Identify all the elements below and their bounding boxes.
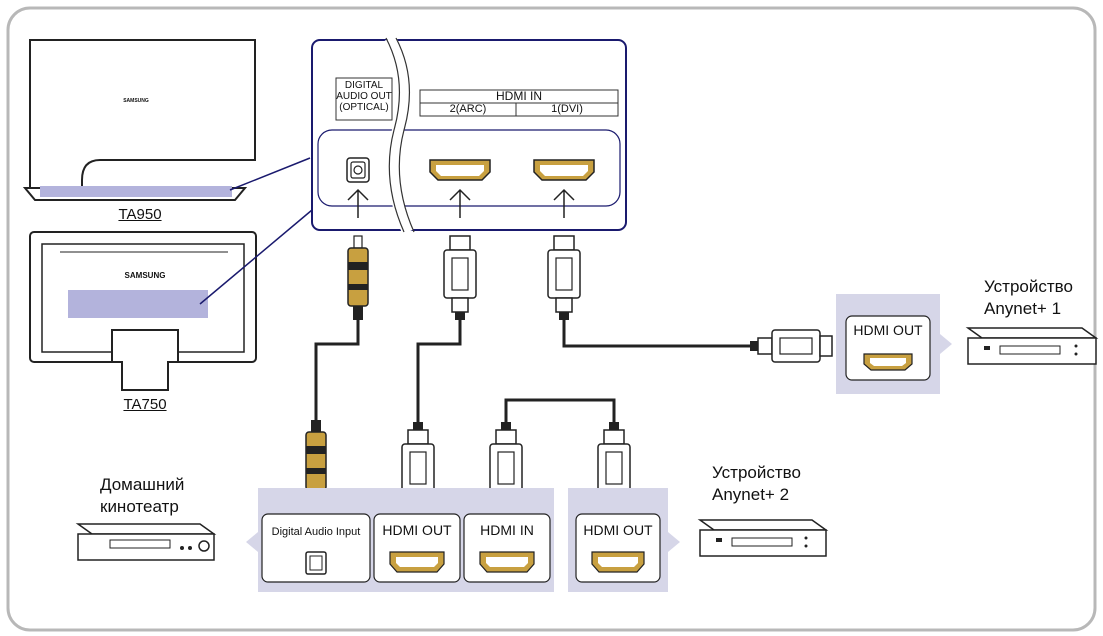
cables: [314, 320, 750, 422]
ht-optical-in-port-icon: [305, 551, 327, 575]
anynet1-port-box: [836, 294, 952, 394]
tv-back-panel: [311, 35, 627, 235]
home-theater-player-icon: [75, 523, 217, 561]
anynet1-hdmi-out-label: HDMI OUT: [853, 322, 923, 338]
ht-hdmi-out-port-icon: [389, 551, 445, 573]
ht-port-group: [246, 488, 554, 592]
ta750-brand: SAMSUNG: [124, 271, 166, 280]
optical-out-label: DIGITAL AUDIO OUT (OPTICAL): [336, 80, 392, 113]
hdmi-in-1-label: 1(DVI): [551, 103, 583, 115]
anynet1-player-icon: [965, 327, 1099, 365]
ta750-port-highlight: [68, 290, 208, 318]
hdmi-in-title: HDMI IN: [496, 89, 542, 103]
anynet2-device-label: Устройство Anynet+ 2: [712, 463, 801, 504]
hdmi-plug-1-top: [547, 235, 581, 320]
ta950-model-label: TA950: [118, 206, 162, 223]
hdmi-plug-anynet1: [750, 329, 833, 363]
hdmi-plug-2-top: [443, 235, 477, 320]
optical-out-port-icon: [346, 157, 370, 183]
anynet2-hdmi-out-port-icon: [591, 551, 645, 573]
ta950-brand: SAMSUNG: [123, 98, 149, 104]
anynet2-player-icon: [697, 519, 829, 557]
optical-plug-top: [347, 235, 369, 320]
ht-digital-audio-input-label: Digital Audio Input: [271, 526, 361, 538]
hdmi-in-2-label: 2(ARC): [449, 103, 487, 115]
ht-hdmi-in-port-icon: [479, 551, 535, 573]
anynet2-hdmi-out-label: HDMI OUT: [583, 522, 653, 538]
outer-frame: [6, 6, 1097, 632]
ta750-model-label: TA750: [123, 396, 167, 413]
ta950-port-highlight: [40, 186, 232, 197]
ta950-monitor: [22, 39, 256, 201]
home-theater-label: Домашний кинотеатр: [100, 475, 185, 516]
anynet1-device-label: Устройство Anynet+ 1: [984, 277, 1073, 318]
hdmi-in-1-port-icon: [533, 159, 595, 181]
ht-hdmi-out-label: HDMI OUT: [382, 522, 452, 538]
anynet2-port-box: [568, 488, 680, 592]
hdmi-in-2-port-icon: [429, 159, 491, 181]
ht-hdmi-in-label: HDMI IN: [480, 522, 534, 538]
ta750-monitor: [29, 231, 257, 391]
